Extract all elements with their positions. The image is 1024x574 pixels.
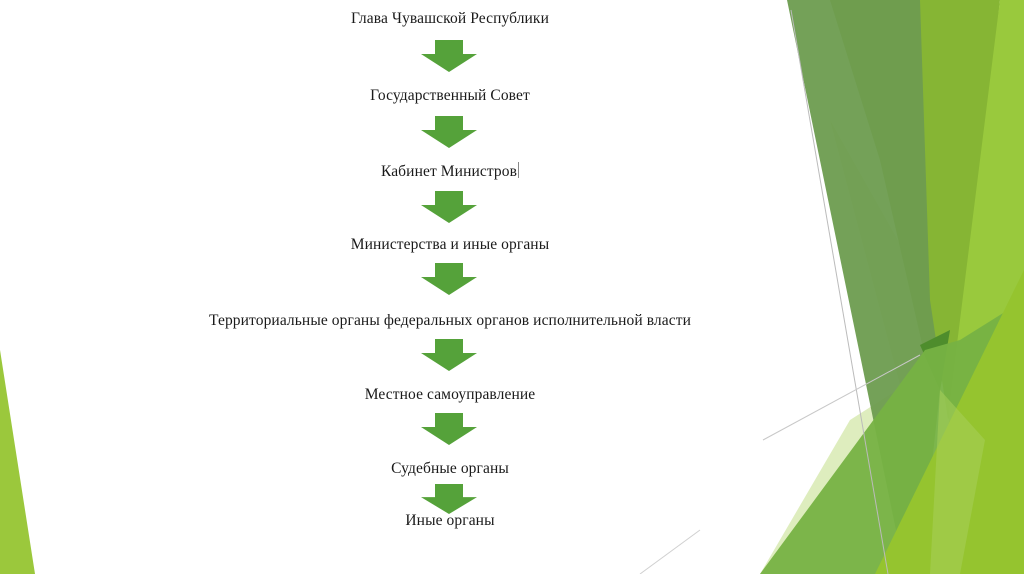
node-state-council: Государственный Совет <box>370 87 530 104</box>
arrow-shape <box>421 263 477 295</box>
arrow-shape <box>421 413 477 445</box>
node-head-of-republic: Глава Чувашской Республики <box>351 10 549 27</box>
down-arrow-icon <box>421 413 477 445</box>
down-arrow-icon <box>421 263 477 295</box>
left-green-triangle <box>0 350 35 574</box>
thin-cross-line <box>762 354 921 441</box>
arrow-shape <box>421 484 477 514</box>
down-arrow-icon <box>421 40 477 72</box>
translucent-green-wedge <box>930 390 985 574</box>
arrow-shape <box>421 191 477 223</box>
node-ministries: Министерства и иные органы <box>350 236 550 253</box>
down-arrow-icon <box>421 339 477 371</box>
down-arrow-icon <box>421 116 477 148</box>
down-arrow-icon <box>421 191 477 223</box>
down-arrow-icon <box>421 484 477 514</box>
node-territorial-bodies: Территориальные органы федеральных орган… <box>209 312 691 329</box>
arrow-shape <box>421 339 477 371</box>
thin-bottom-line <box>639 529 701 574</box>
yellow-green-panel <box>920 0 1000 420</box>
thin-diagonal-line <box>790 9 889 574</box>
node-local-self-government: Местное самоуправление <box>364 386 536 403</box>
node-judicial-bodies: Судебные органы <box>391 460 509 477</box>
arrow-shape <box>421 40 477 72</box>
arrow-shape <box>421 116 477 148</box>
node-other-bodies: Иные органы <box>405 512 495 529</box>
text-cursor <box>518 162 520 178</box>
node-cabinet-of-ministers: Кабинет Министров <box>380 162 520 180</box>
